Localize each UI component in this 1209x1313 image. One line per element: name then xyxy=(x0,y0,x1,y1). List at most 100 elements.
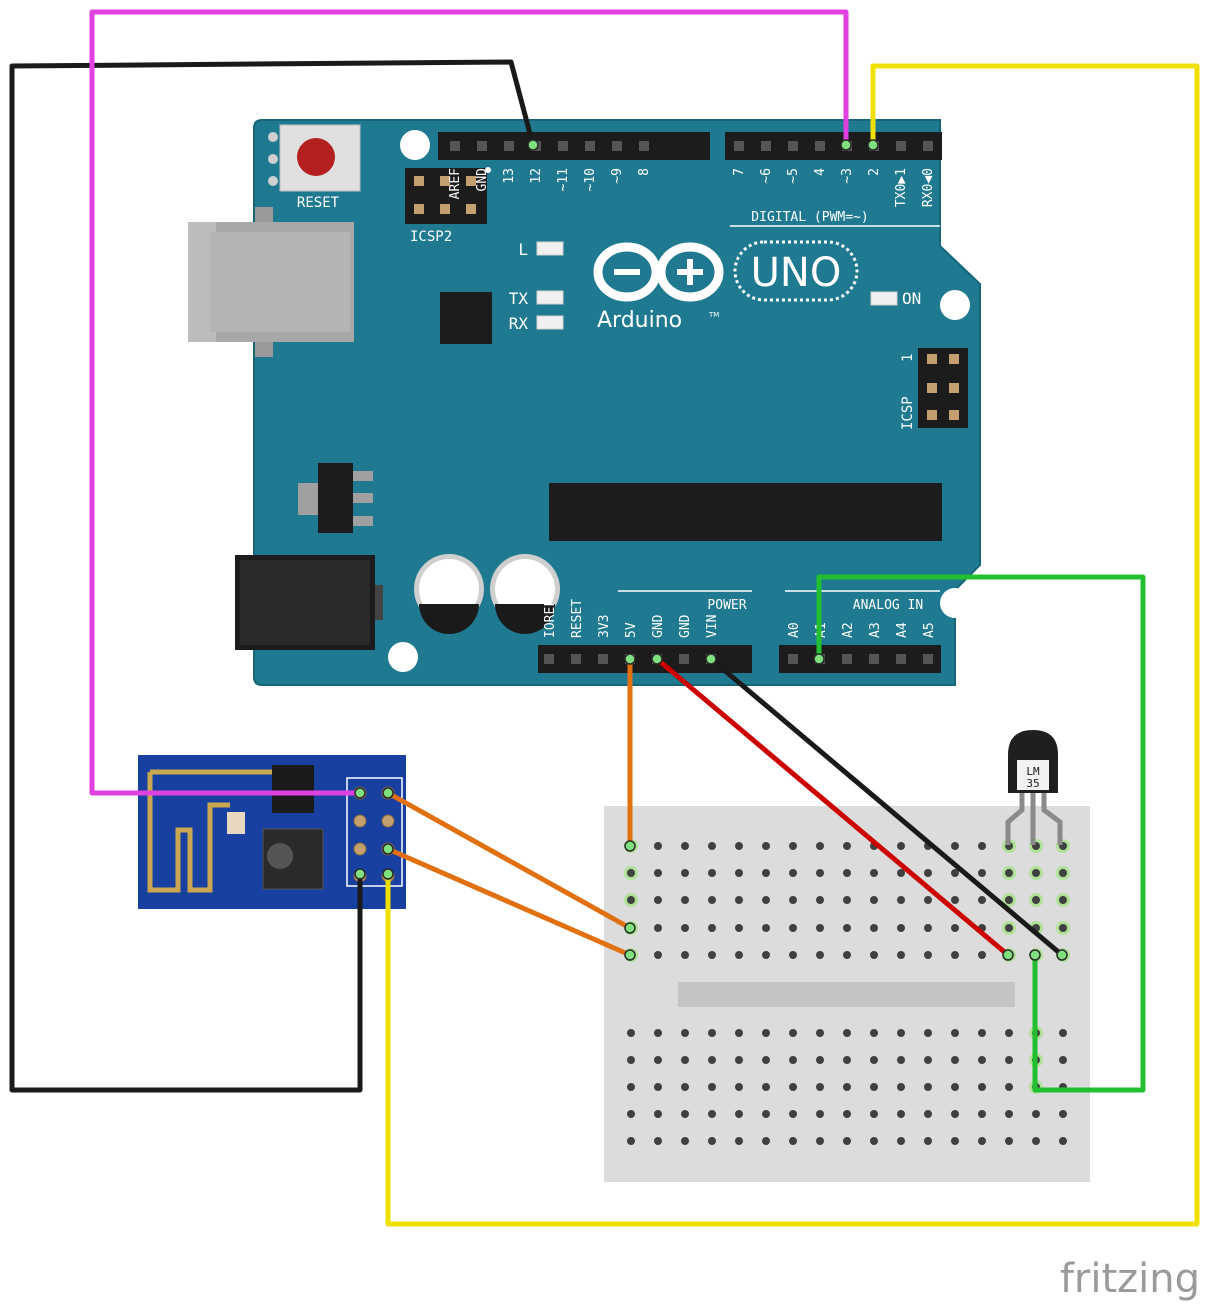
breadboard-hole[interactable] xyxy=(1032,1110,1040,1118)
breadboard-hole[interactable] xyxy=(843,869,851,877)
breadboard-hole[interactable] xyxy=(978,1029,986,1037)
header-pin[interactable] xyxy=(896,654,906,664)
breadboard-hole[interactable] xyxy=(762,1029,770,1037)
esp-header-pin[interactable] xyxy=(353,814,367,828)
breadboard-hole[interactable] xyxy=(654,1083,662,1091)
breadboard-hole[interactable] xyxy=(762,1083,770,1091)
breadboard-hole[interactable] xyxy=(843,924,851,932)
breadboard-hole[interactable] xyxy=(708,1110,716,1118)
wire-endpoint[interactable] xyxy=(1002,949,1014,961)
breadboard-hole[interactable] xyxy=(978,869,986,877)
breadboard-hole[interactable] xyxy=(951,951,959,959)
breadboard-hole[interactable] xyxy=(816,896,824,904)
wire-endpoint[interactable] xyxy=(354,787,366,799)
header-pin[interactable] xyxy=(869,654,879,664)
wire-5v-lm35[interactable] xyxy=(654,656,1011,958)
breadboard-hole[interactable] xyxy=(708,1029,716,1037)
breadboard-hole[interactable] xyxy=(816,1056,824,1064)
breadboard-hole[interactable] xyxy=(762,951,770,959)
breadboard-hole[interactable] xyxy=(789,869,797,877)
header-pin[interactable] xyxy=(639,141,649,151)
breadboard-hole[interactable] xyxy=(951,1110,959,1118)
header-pin[interactable] xyxy=(612,141,622,151)
breadboard-hole[interactable] xyxy=(897,1029,905,1037)
breadboard-hole[interactable] xyxy=(843,1137,851,1145)
breadboard-hole[interactable] xyxy=(1059,1056,1067,1064)
header-pin[interactable] xyxy=(598,654,608,664)
header-pin[interactable] xyxy=(734,141,744,151)
breadboard-hole[interactable] xyxy=(735,1137,743,1145)
breadboard-hole[interactable] xyxy=(897,869,905,877)
breadboard-hole[interactable] xyxy=(681,842,689,850)
breadboard-hole[interactable] xyxy=(735,842,743,850)
wire-endpoint[interactable] xyxy=(1029,949,1041,961)
breadboard-hole[interactable] xyxy=(789,951,797,959)
breadboard-hole[interactable] xyxy=(1005,1083,1013,1091)
header-pin[interactable] xyxy=(504,141,514,151)
breadboard-hole[interactable] xyxy=(843,896,851,904)
breadboard-hole[interactable] xyxy=(789,1110,797,1118)
breadboard-hole[interactable] xyxy=(735,1083,743,1091)
breadboard-hole[interactable] xyxy=(708,924,716,932)
wire-a0-lm35[interactable] xyxy=(816,574,1146,1093)
breadboard-hole[interactable] xyxy=(897,1056,905,1064)
breadboard-hole[interactable] xyxy=(762,896,770,904)
breadboard-hole[interactable] xyxy=(654,1110,662,1118)
breadboard-hole[interactable] xyxy=(897,924,905,932)
breadboard-hole[interactable] xyxy=(681,1083,689,1091)
wire-endpoint[interactable] xyxy=(382,868,394,880)
breadboard-hole[interactable] xyxy=(654,1137,662,1145)
breadboard-hole[interactable] xyxy=(924,924,932,932)
breadboard-hole[interactable] xyxy=(924,1029,932,1037)
wire-gnd-esp[interactable] xyxy=(9,59,536,1093)
reset-button[interactable] xyxy=(268,124,361,192)
breadboard-hole[interactable] xyxy=(816,869,824,877)
breadboard-hole[interactable] xyxy=(870,924,878,932)
breadboard-hole[interactable] xyxy=(1059,1137,1067,1145)
breadboard-hole[interactable] xyxy=(951,1056,959,1064)
breadboard-hole[interactable] xyxy=(870,869,878,877)
breadboard-hole[interactable] xyxy=(870,1137,878,1145)
wire-pin2-esp[interactable] xyxy=(385,63,1200,1227)
breadboard-hole[interactable] xyxy=(627,1083,635,1091)
breadboard-hole[interactable] xyxy=(627,1110,635,1118)
breadboard-hole[interactable] xyxy=(951,869,959,877)
breadboard-hole[interactable] xyxy=(789,1056,797,1064)
breadboard-hole[interactable] xyxy=(708,951,716,959)
breadboard-hole[interactable] xyxy=(816,1083,824,1091)
breadboard-hole[interactable] xyxy=(762,1110,770,1118)
breadboard-hole[interactable] xyxy=(654,842,662,850)
breadboard-hole[interactable] xyxy=(789,1083,797,1091)
wire-endpoint[interactable] xyxy=(624,949,636,961)
breadboard-hole[interactable] xyxy=(1059,869,1067,877)
breadboard-hole[interactable] xyxy=(897,842,905,850)
wire-esp-chpd-breadboard[interactable] xyxy=(385,846,633,958)
breadboard-hole[interactable] xyxy=(897,1137,905,1145)
breadboard-hole[interactable] xyxy=(789,896,797,904)
breadboard-hole[interactable] xyxy=(735,1110,743,1118)
breadboard-hole[interactable] xyxy=(708,1083,716,1091)
breadboard-hole[interactable] xyxy=(897,1110,905,1118)
breadboard-hole[interactable] xyxy=(1005,924,1013,932)
breadboard-hole[interactable] xyxy=(654,869,662,877)
breadboard-hole[interactable] xyxy=(924,1056,932,1064)
breadboard-hole[interactable] xyxy=(735,951,743,959)
breadboard-hole[interactable] xyxy=(978,1056,986,1064)
breadboard-hole[interactable] xyxy=(951,1083,959,1091)
breadboard-hole[interactable] xyxy=(978,896,986,904)
breadboard-hole[interactable] xyxy=(1032,869,1040,877)
header-pin[interactable] xyxy=(815,141,825,151)
header-pin[interactable] xyxy=(585,141,595,151)
breadboard-hole[interactable] xyxy=(870,1083,878,1091)
breadboard-hole[interactable] xyxy=(816,951,824,959)
breadboard-hole[interactable] xyxy=(627,1137,635,1145)
breadboard-hole[interactable] xyxy=(897,951,905,959)
breadboard-hole[interactable] xyxy=(951,1029,959,1037)
breadboard-hole[interactable] xyxy=(681,951,689,959)
header-pin[interactable] xyxy=(571,654,581,664)
header-pin[interactable] xyxy=(477,141,487,151)
breadboard-hole[interactable] xyxy=(924,869,932,877)
breadboard-hole[interactable] xyxy=(708,842,716,850)
esp-header-pin[interactable] xyxy=(353,842,367,856)
breadboard-hole[interactable] xyxy=(1059,924,1067,932)
